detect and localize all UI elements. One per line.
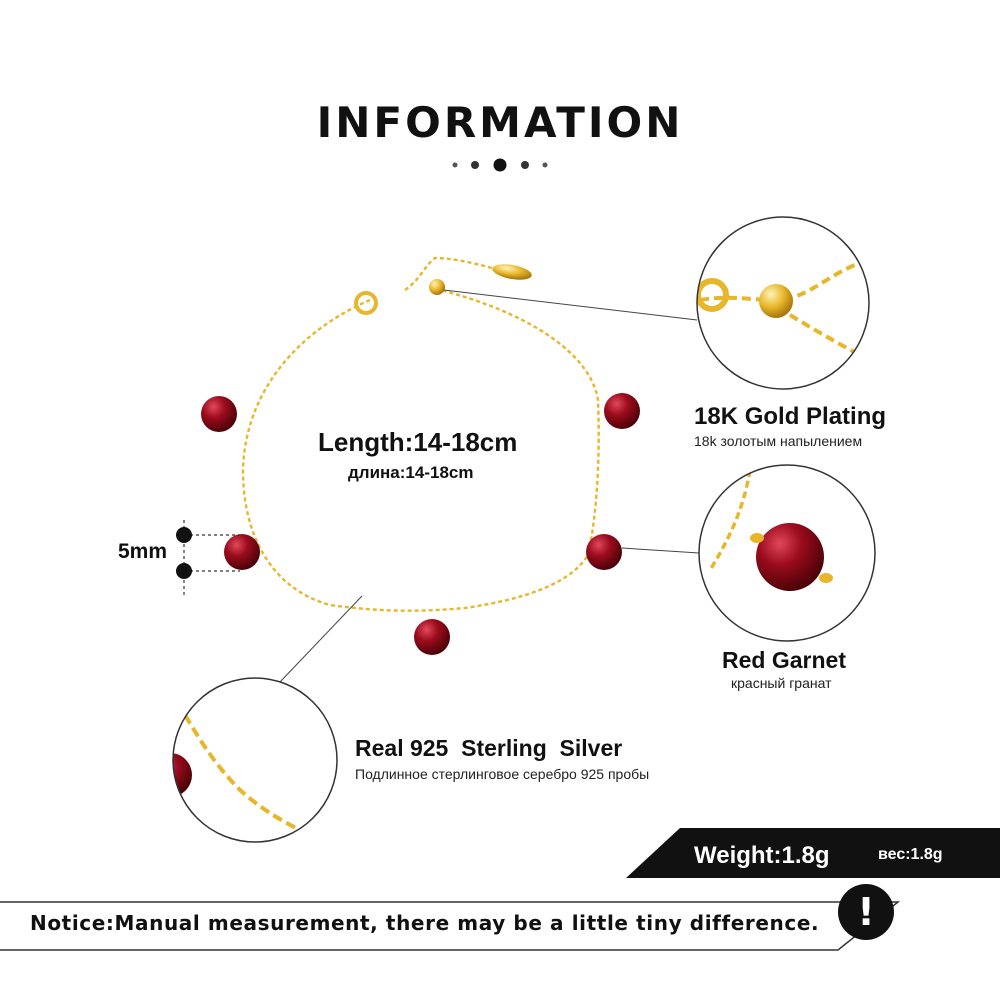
leader-lines: [279, 289, 700, 683]
clasp-icon: [354, 264, 532, 315]
bead-size-label: 5mm: [118, 540, 168, 563]
pager-dots-icon: [452, 158, 548, 172]
bead-size-indicator: [176, 520, 240, 595]
weight-banner: [626, 828, 1000, 878]
length-label: Length:14-18cm: [318, 427, 518, 457]
page-title: INFORMATION: [316, 98, 684, 147]
gold-detail-circle: [696, 216, 870, 390]
gold-plating-sub-label: 18k золотым напылением: [694, 433, 863, 449]
exclamation-icon: !: [838, 884, 894, 940]
weight-sub-label: вес:1.8g: [878, 846, 943, 863]
gold-plating-label: 18K Gold Plating: [694, 403, 887, 430]
silver-detail-circle: [172, 677, 338, 843]
garnet-beads: [201, 393, 640, 655]
red-garnet-label: Red Garnet: [722, 647, 846, 673]
sterling-silver-sub-label: Подлинное стерлинговое серебро 925 пробы: [355, 766, 650, 782]
notice-text: Notice:Manual measurement, there may be …: [30, 911, 820, 935]
garnet-detail-circle: [698, 464, 876, 642]
red-garnet-sub-label: красный гранат: [731, 675, 832, 691]
length-sub-label: длина:14-18cm: [348, 463, 474, 482]
weight-label: Weight:1.8g: [694, 842, 830, 869]
bracelet-chain: [241, 256, 600, 612]
sterling-silver-label: Real 925 Sterling Silver: [355, 735, 623, 761]
